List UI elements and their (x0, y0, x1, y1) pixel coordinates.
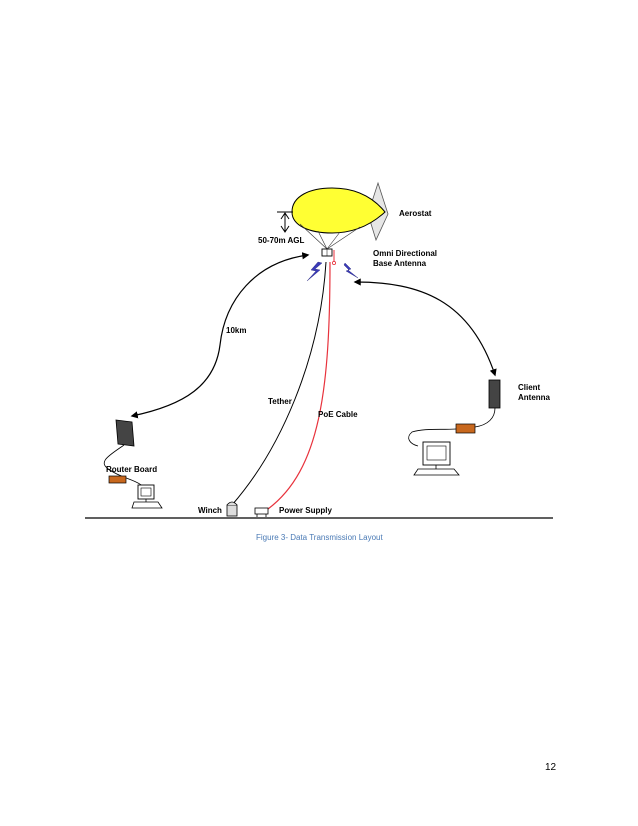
label-distance: 10km (226, 326, 246, 335)
label-altitude: 50-70m AGL (258, 236, 305, 245)
router-board-device-icon (108, 475, 127, 484)
base-antenna-unit (321, 248, 336, 265)
label-poe-cable: PoE Cable (318, 410, 358, 419)
poe-cable-line (267, 261, 331, 510)
label-antenna-line2: Base Antenna (373, 259, 427, 268)
lightning-left-icon (306, 261, 323, 282)
label-winch: Winch (198, 506, 222, 515)
label-router-board: Router Board (106, 465, 157, 474)
label-client-antenna-line1: Client (518, 383, 541, 392)
lightning-right-icon (343, 262, 359, 279)
power-supply-icon (254, 507, 269, 517)
altitude-marker (277, 211, 293, 233)
client-router-device-icon (455, 423, 476, 434)
figure-caption: Figure 3- Data Transmission Layout (256, 533, 383, 542)
link-arrow-router (130, 252, 310, 419)
label-power-supply: Power Supply (279, 506, 332, 515)
tether-line (231, 261, 327, 506)
link-arrow-client (353, 278, 497, 377)
router-antenna-panel-icon (115, 419, 135, 447)
label-antenna-line1: Omni Directional (373, 249, 437, 258)
router-computer-icon (131, 484, 163, 509)
winch-icon (226, 501, 238, 517)
aerostat-balloon (291, 181, 389, 250)
client-cable (408, 407, 496, 447)
page-number: 12 (545, 762, 557, 773)
label-tether: Tether (268, 397, 292, 406)
label-client-antenna-line2: Antenna (518, 393, 551, 402)
label-aerostat: Aerostat (399, 209, 432, 218)
client-computer-icon (413, 441, 460, 476)
client-antenna-panel-icon (488, 379, 501, 409)
